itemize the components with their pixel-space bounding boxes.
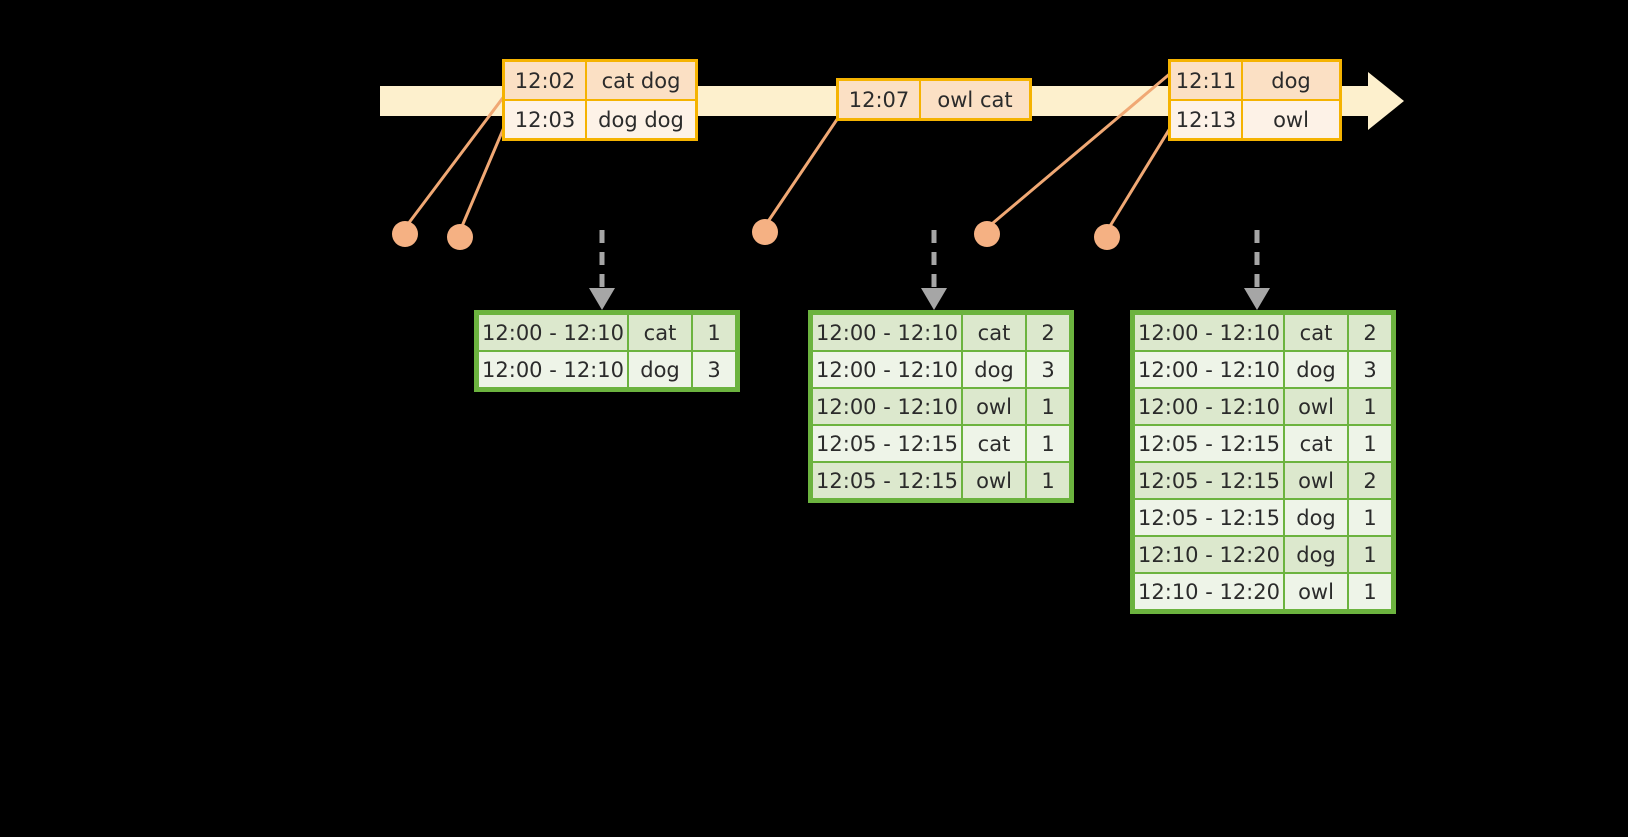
cell-count: 1 xyxy=(1027,426,1069,461)
result-table-3: 12:00 - 12:10 cat 2 12:00 - 12:10 dog 3 … xyxy=(1130,310,1396,614)
down-arrow-3-icon xyxy=(1244,230,1270,310)
cell-key: dog xyxy=(1285,500,1347,535)
event-time: 12:11 xyxy=(1171,62,1243,99)
event-value: dog xyxy=(1243,62,1339,99)
timeline-event-group-2: 12:07 owl cat xyxy=(836,78,1032,121)
cell-count: 2 xyxy=(1027,315,1069,350)
connector-dot-5 xyxy=(1094,224,1120,250)
cell-key: dog xyxy=(1285,352,1347,387)
event-time: 12:03 xyxy=(505,101,587,138)
table-row: 12:05 - 12:15 owl 2 xyxy=(1134,462,1392,499)
cell-count: 2 xyxy=(1349,315,1391,350)
result-table-1: 12:00 - 12:10 cat 1 12:00 - 12:10 dog 3 xyxy=(474,310,740,392)
cell-key: owl xyxy=(1285,389,1347,424)
table-row: 12:00 - 12:10 dog 3 xyxy=(478,351,736,388)
cell-count: 3 xyxy=(693,352,735,387)
table-row: 12:00 - 12:10 cat 1 xyxy=(478,314,736,351)
cell-key: dog xyxy=(629,352,691,387)
cell-range: 12:00 - 12:10 xyxy=(813,389,961,424)
cell-key: cat xyxy=(1285,426,1347,461)
cell-key: cat xyxy=(1285,315,1347,350)
event-row: 12:11 dog xyxy=(1171,62,1339,99)
table-row: 12:00 - 12:10 cat 2 xyxy=(1134,314,1392,351)
cell-range: 12:05 - 12:15 xyxy=(1135,463,1283,498)
cell-count: 1 xyxy=(693,315,735,350)
cell-key: cat xyxy=(963,315,1025,350)
cell-range: 12:00 - 12:10 xyxy=(1135,389,1283,424)
timeline-event-group-1: 12:02 cat dog 12:03 dog dog xyxy=(502,59,698,141)
event-row: 12:13 owl xyxy=(1171,99,1339,138)
cell-key: dog xyxy=(1285,537,1347,572)
cell-count: 1 xyxy=(1349,537,1391,572)
cell-count: 1 xyxy=(1349,574,1391,609)
event-value: owl cat xyxy=(921,81,1029,118)
cell-range: 12:05 - 12:15 xyxy=(1135,426,1283,461)
table-row: 12:00 - 12:10 cat 2 xyxy=(812,314,1070,351)
event-value: dog dog xyxy=(587,101,695,138)
cell-range: 12:05 - 12:15 xyxy=(813,463,961,498)
table-row: 12:05 - 12:15 cat 1 xyxy=(812,425,1070,462)
cell-count: 1 xyxy=(1027,389,1069,424)
table-row: 12:10 - 12:20 dog 1 xyxy=(1134,536,1392,573)
table-row: 12:05 - 12:15 owl 1 xyxy=(812,462,1070,499)
cell-range: 12:10 - 12:20 xyxy=(1135,537,1283,572)
cell-range: 12:00 - 12:10 xyxy=(813,315,961,350)
cell-count: 3 xyxy=(1027,352,1069,387)
cell-range: 12:00 - 12:10 xyxy=(1135,352,1283,387)
cell-key: cat xyxy=(629,315,691,350)
connector-dot-4 xyxy=(974,221,1000,247)
cell-range: 12:10 - 12:20 xyxy=(1135,574,1283,609)
cell-count: 1 xyxy=(1027,463,1069,498)
table-row: 12:10 - 12:20 owl 1 xyxy=(1134,573,1392,610)
cell-key: dog xyxy=(963,352,1025,387)
timeline-arrowhead-icon xyxy=(1368,72,1404,130)
table-row: 12:00 - 12:10 dog 3 xyxy=(812,351,1070,388)
cell-range: 12:05 - 12:15 xyxy=(813,426,961,461)
table-row: 12:05 - 12:15 dog 1 xyxy=(1134,499,1392,536)
event-time: 12:07 xyxy=(839,81,921,118)
cell-key: cat xyxy=(963,426,1025,461)
connector-dot-1 xyxy=(392,221,418,247)
cell-key: owl xyxy=(963,389,1025,424)
table-row: 12:00 - 12:10 owl 1 xyxy=(1134,388,1392,425)
down-arrow-2-icon xyxy=(921,230,947,310)
table-row: 12:00 - 12:10 owl 1 xyxy=(812,388,1070,425)
event-time: 12:13 xyxy=(1171,101,1243,138)
timeline-event-group-3: 12:11 dog 12:13 owl xyxy=(1168,59,1342,141)
cell-count: 1 xyxy=(1349,389,1391,424)
cell-range: 12:00 - 12:10 xyxy=(1135,315,1283,350)
event-value: owl xyxy=(1243,101,1339,138)
event-row: 12:03 dog dog xyxy=(505,99,695,138)
cell-key: owl xyxy=(1285,574,1347,609)
cell-count: 1 xyxy=(1349,426,1391,461)
cell-range: 12:05 - 12:15 xyxy=(1135,500,1283,535)
table-row: 12:00 - 12:10 dog 3 xyxy=(1134,351,1392,388)
cell-range: 12:00 - 12:10 xyxy=(813,352,961,387)
cell-count: 2 xyxy=(1349,463,1391,498)
event-value: cat dog xyxy=(587,62,695,99)
cell-count: 3 xyxy=(1349,352,1391,387)
cell-range: 12:00 - 12:10 xyxy=(479,315,627,350)
event-time: 12:02 xyxy=(505,62,587,99)
event-row: 12:07 owl cat xyxy=(839,81,1029,118)
event-row: 12:02 cat dog xyxy=(505,62,695,99)
table-row: 12:05 - 12:15 cat 1 xyxy=(1134,425,1392,462)
cell-range: 12:00 - 12:10 xyxy=(479,352,627,387)
down-arrow-1-icon xyxy=(589,230,615,310)
result-table-2: 12:00 - 12:10 cat 2 12:00 - 12:10 dog 3 … xyxy=(808,310,1074,503)
cell-key: owl xyxy=(963,463,1025,498)
connector-dot-2 xyxy=(447,224,473,250)
connector-dot-3 xyxy=(752,219,778,245)
cell-key: owl xyxy=(1285,463,1347,498)
cell-count: 1 xyxy=(1349,500,1391,535)
